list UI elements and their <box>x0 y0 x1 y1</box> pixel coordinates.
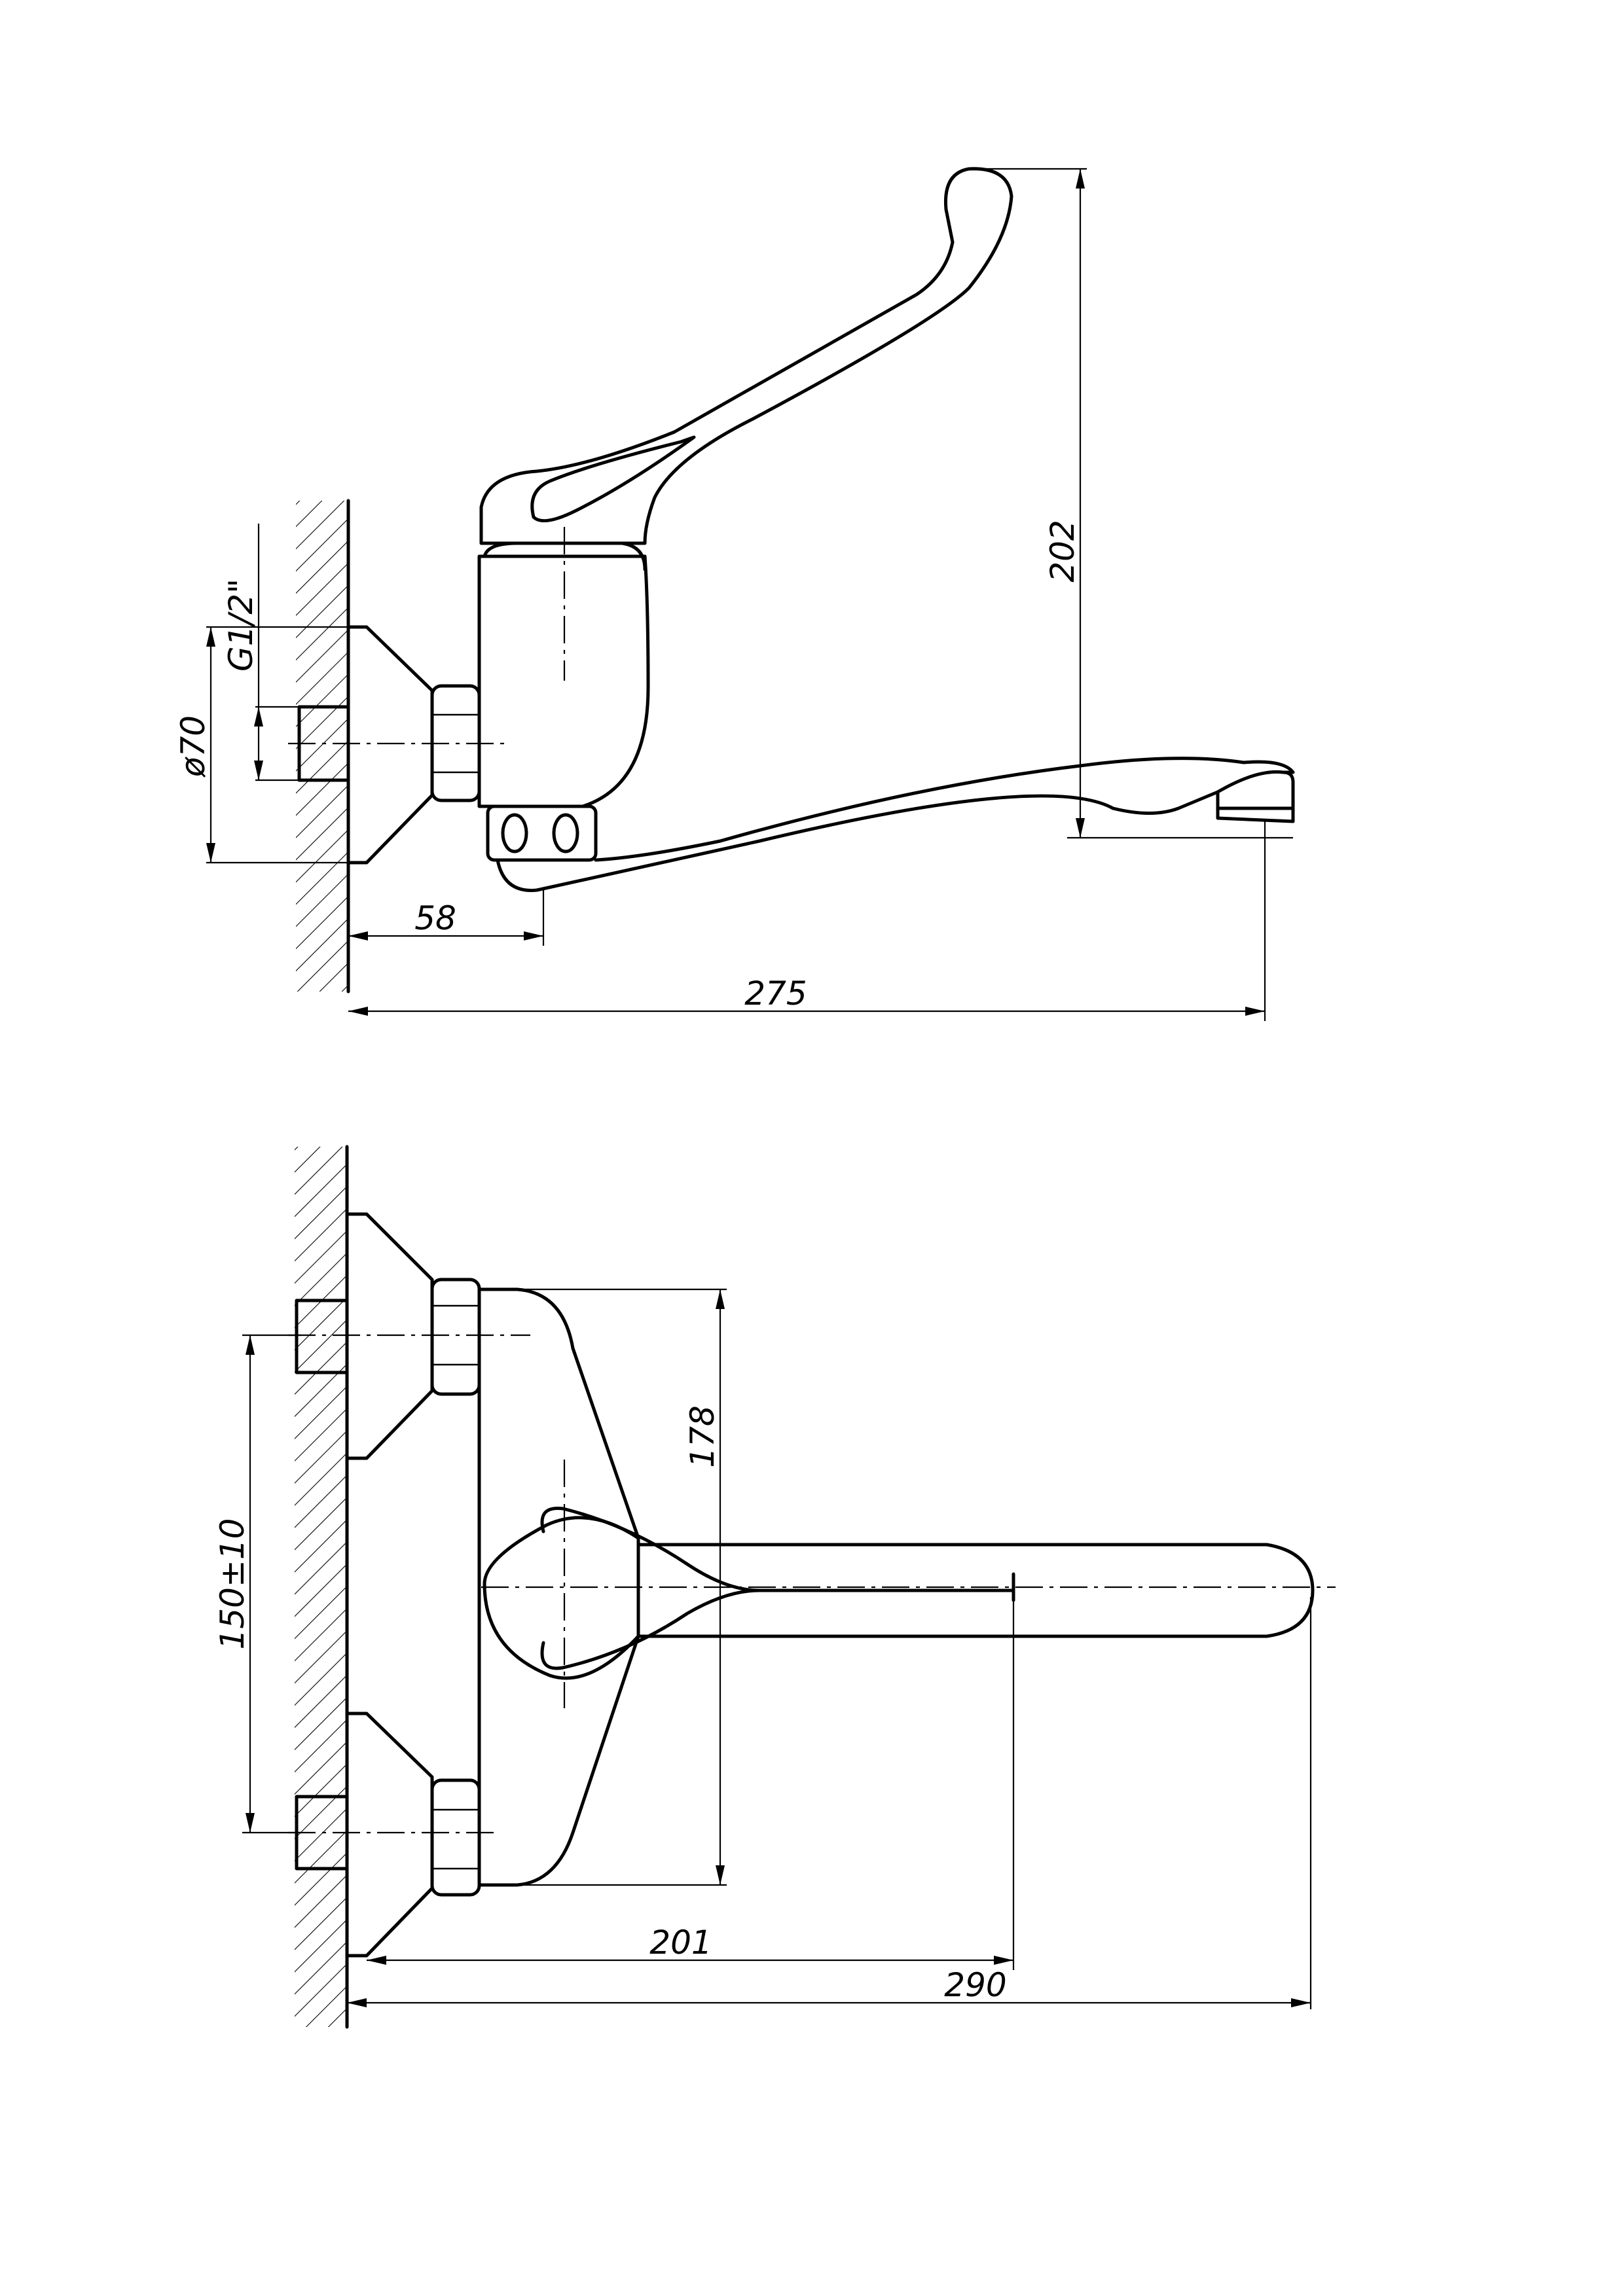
wall-hatch-top <box>296 501 348 992</box>
top-view: 178 150±10 201 290 <box>213 1145 1336 2029</box>
side-view: G1/2" ø70 202 58 <box>174 167 1295 1021</box>
mixer-body <box>477 554 650 808</box>
dim-side-total: 275 <box>348 821 1266 1021</box>
dim-290-text: 290 <box>944 1966 1006 2004</box>
wall-flange <box>346 625 434 865</box>
dim-201-text: 201 <box>649 1924 712 1962</box>
wall-hatch-bottom <box>295 1147 347 2027</box>
dim-flange-diameter: ø70 <box>174 626 348 864</box>
spout <box>496 757 1295 892</box>
lever-slot <box>530 435 696 523</box>
spout-top <box>636 1543 1315 1638</box>
dim-wall-to-spout: 58 <box>348 890 545 946</box>
dim-height-text: 202 <box>1044 520 1082 582</box>
dim-inlet-spacing: 150±10 <box>213 1334 301 1834</box>
dim-thread: G1/2" <box>222 524 299 781</box>
lever-handle <box>479 167 1013 545</box>
flange-upper <box>345 1212 434 1460</box>
dim-height: 202 <box>969 168 1293 839</box>
dim-178-text: 178 <box>684 1405 721 1467</box>
dim-flange-text: ø70 <box>174 715 212 778</box>
spout-collar <box>486 804 598 862</box>
dim-58-text: 58 <box>414 899 456 937</box>
hex-nut-upper <box>430 1278 481 1396</box>
hex-nut-lower <box>430 1778 481 1897</box>
dim-top-total: 290 <box>347 1597 1312 2009</box>
flange-lower <box>345 1712 434 1958</box>
spout-tip <box>1216 770 1295 810</box>
dim-thread-text: G1/2" <box>222 579 260 672</box>
lever-disk <box>483 1516 640 1680</box>
dim-to-handle: 201 <box>367 1600 1015 1970</box>
dim-275-text: 275 <box>744 975 807 1013</box>
dim-body-height: 178 <box>517 1288 727 1886</box>
dim-150-text: 150±10 <box>213 1518 251 1650</box>
lever-top <box>540 1506 1013 1670</box>
